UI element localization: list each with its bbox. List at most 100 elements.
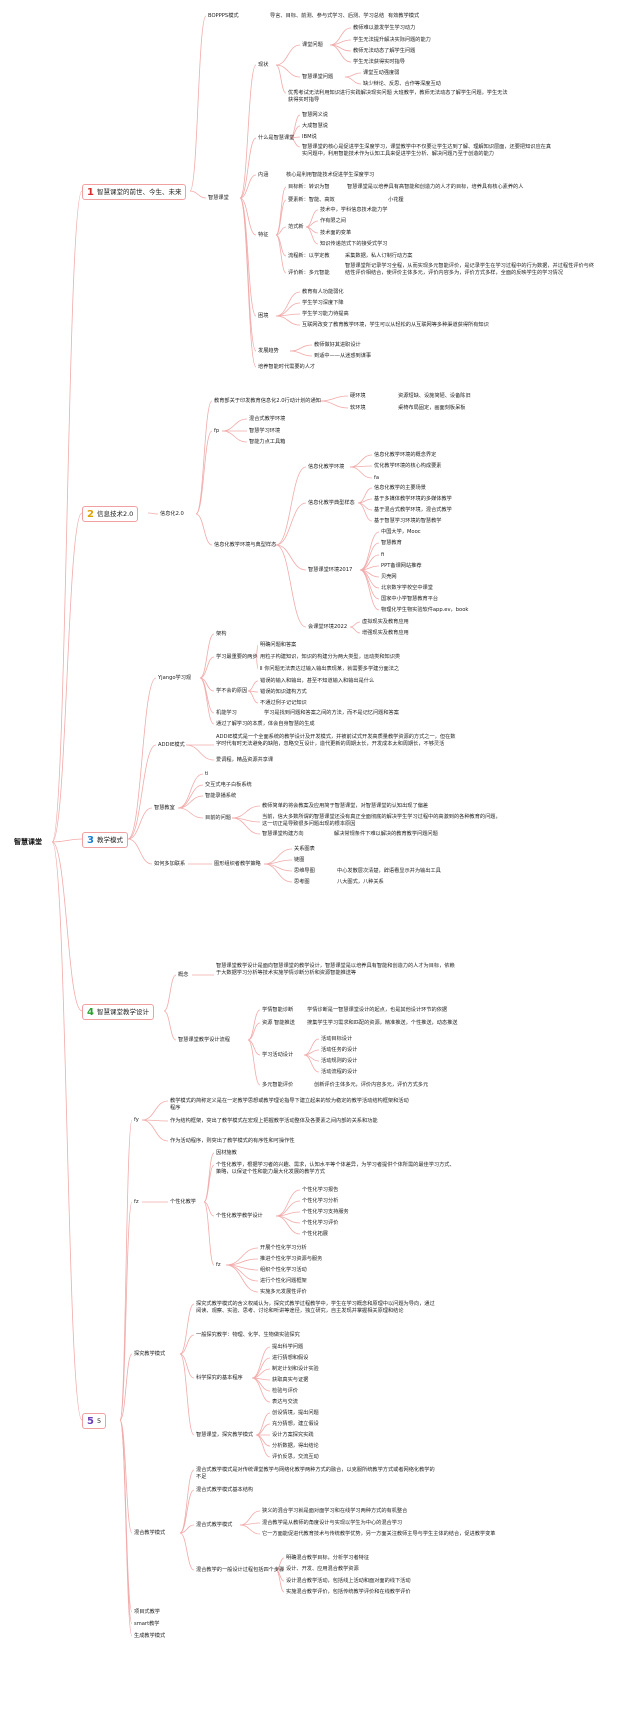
node-b2-zh1[interactable]: 中国大学，Mooc [381, 529, 421, 535]
node-b5-sc[interactable]: 生成教学模式 [134, 1633, 166, 1639]
node-b5-hhm1[interactable]: 狭义的混合学习就是面对面学习和在线学习两种方式的有机整合 [262, 1508, 408, 1514]
node-b1-k2[interactable]: 学生无法提升解决实际问题的能力 [353, 37, 431, 43]
node-b3-bh3[interactable]: 不通过例子记记知识 [260, 700, 307, 706]
root-topic[interactable]: 智慧课堂 [14, 838, 42, 846]
node-b1-kj2[interactable]: 学生学习深度下降 [302, 300, 344, 306]
node-b5-gxs5[interactable]: 个性化拓展 [302, 1231, 328, 1237]
node-b2-hjr3[interactable]: fa [374, 475, 380, 481]
node-b1-qushi[interactable]: 发展趋势 [258, 348, 279, 354]
node-b1-t4d[interactable]: 采集数据，私人订制行动方案 [345, 253, 413, 259]
node-b2-hjr1[interactable]: 信息化教学环境的概念界定 [374, 452, 437, 458]
node-b2-zh7[interactable]: 国家中小学智慧教育平台 [381, 596, 439, 602]
node-b5-hhs[interactable]: 混合教学的一般设计过程包括四个步骤 [196, 1567, 285, 1573]
node-b1-boppps_d2[interactable]: 有效教学模式 [388, 13, 420, 19]
node-b5-kx2[interactable]: 进行猜想和假设 [272, 1355, 309, 1361]
node-b5-zt4[interactable]: 分析数据，得出结论 [272, 1443, 319, 1449]
node-b3-yjx[interactable]: Yjango学习观 [158, 675, 192, 681]
node-b3-tb2[interactable]: 用粒子构建知识，知识的构建分为两大类型，运动类和知识类 [260, 654, 401, 660]
node-b1-ketang[interactable]: 课堂问题 [302, 42, 323, 48]
node-b3-muqian[interactable]: 目前的问题 [205, 815, 231, 821]
node-b1-kj1[interactable]: 教育有人功能弱化 [302, 289, 344, 295]
node-b5-zt5[interactable]: 评价反思，交流互动 [272, 1454, 319, 1460]
node-b2-ruan_d[interactable]: 桌椅布局固定，画面刻板呆板 [398, 405, 466, 411]
node-b1-what[interactable]: 什么是智慧课堂 [258, 135, 295, 141]
node-b4-lc3[interactable]: 学习活动设计 [262, 1052, 294, 1058]
node-b4-liucheng[interactable]: 智慧课堂教学设计流程 [178, 1037, 230, 1043]
node-b3-zj2[interactable]: 交互式电子白板系统 [205, 782, 252, 788]
node-b2-fp2[interactable]: 智慧学习环境 [249, 428, 281, 434]
node-b3-jixie[interactable]: 机能学习 [216, 710, 237, 716]
node-b2-fp1[interactable]: 混合式教学环境 [249, 416, 286, 422]
node-b3-tx4d[interactable]: 八大图式，八种关系 [337, 879, 384, 885]
node-b3-ruhe[interactable]: 如何多加联系 [154, 861, 186, 867]
node-b3-tx3d[interactable]: 中心发散层次清楚，辞语看显示并为输出工具 [337, 868, 441, 874]
node-b5-hhm2[interactable]: 混合教学是从教师的角度设计与实现以学生为中心的混合学习 [262, 1520, 403, 1526]
node-b5-kx[interactable]: 科学探究的基本程序 [196, 1375, 243, 1381]
node-b2-zh6[interactable]: 北京数字学校空中课堂 [381, 585, 433, 591]
node-b2-yangtai[interactable]: 信息化教学典型样态 [308, 500, 355, 506]
node-b3-zj1[interactable]: ti [205, 771, 209, 777]
node-b5-fz2[interactable]: fz [216, 1262, 221, 1268]
node-b3-bh2[interactable]: 错误的知识建构方式 [260, 689, 307, 695]
node-b1-zhihui[interactable]: 智慧课堂 [208, 195, 229, 201]
node-b1-neihan[interactable]: 内涵 [258, 172, 269, 178]
node-b5-zt3[interactable]: 设计方案探究实践 [272, 1432, 314, 1438]
node-b3-buhui[interactable]: 学不会的原因 [216, 688, 248, 694]
node-b5-gx[interactable]: 个性化教学 [170, 1199, 196, 1205]
node-b3-tongguo[interactable]: 通过了解学习的本质，体会自身智慧的生成 [216, 721, 315, 727]
node-b5-fz[interactable]: fz [134, 1199, 139, 1205]
node-b5-xm[interactable]: 项目式教学 [134, 1609, 160, 1615]
node-b1-t4[interactable]: 流程新：以学定教 [288, 253, 330, 259]
node-b1-z2[interactable]: 缺少辩论、反思、合作等深度互动 [363, 81, 441, 87]
node-b5-gxs1[interactable]: 个性化学习报告 [302, 1187, 339, 1193]
node-b5-gxs4[interactable]: 个性化学习评价 [302, 1220, 339, 1226]
node-b1-t3[interactable]: 范式新 [288, 224, 304, 230]
node-b5-gx2[interactable]: 个性化教学，根据学习者的兴趣、需求，认知水平等个体差异，为学习者提供个体所需的最… [216, 1162, 455, 1175]
node-b2-xinxihua[interactable]: 信息化2.0 [160, 511, 184, 517]
node-b4-lc3c[interactable]: 活动规则的设计 [321, 1058, 358, 1064]
node-b1-w2[interactable]: 大成智慧说 [302, 123, 328, 129]
node-b2-zh8[interactable]: 物理化学生物实验软件app.ev，book [381, 607, 469, 613]
node-b2-hz2[interactable]: 增强现实及教育应用 [362, 630, 409, 636]
node-b3-mq2[interactable]: 当前，信大多数所谓的智慧课堂还没有真正全面彻底的解决学生学习过程中的高激到的各种… [262, 814, 501, 827]
node-b1-t2d[interactable]: 小花狸 [388, 197, 404, 203]
node-b3-tx2[interactable]: 链图 [294, 857, 305, 863]
node-b2-ruan[interactable]: 软环境 [350, 405, 366, 411]
node-b5-fz2d[interactable]: 进行个性化问题框架 [260, 1278, 307, 1284]
node-b3-bh1[interactable]: 错误的输入和输出，甚至不知道输入和输出是什么 [260, 678, 375, 684]
node-b5-kx4[interactable]: 获取真实与证据 [272, 1377, 309, 1383]
node-b4-lc4[interactable]: 多元智能评价 [262, 1082, 294, 1088]
node-b4-lc1d[interactable]: 学情诊断是一智慧课堂设计的起点，也是其他设计环节的依据 [307, 1007, 448, 1013]
node-b5-kx5[interactable]: 检验与评价 [272, 1388, 298, 1394]
node-b5-fy1[interactable]: 教学模式的简称定义是在一定教学思想或教学理论指导下建立起来的较为稳定的教学活动结… [170, 1098, 409, 1111]
node-b5-fz2e[interactable]: 实施多元发展性评价 [260, 1289, 307, 1295]
node-b4-lc3a[interactable]: 活动目标设计 [321, 1036, 353, 1042]
node-b1-xianzhuang[interactable]: 现状 [258, 62, 269, 68]
node-b1-kunjing[interactable]: 困境 [258, 313, 269, 319]
node-b5-fy2[interactable]: 作为结构框架，突出了教学模式在宏观上把握教学活动整体及各要素之间内部的关系和功能 [170, 1118, 378, 1124]
node-b2-fp3[interactable]: 智能力点工具箱 [249, 439, 286, 445]
node-b1-tezheng[interactable]: 特征 [258, 232, 269, 238]
node-b4-lc1[interactable]: 学情智能诊断 [262, 1007, 294, 1013]
node-b2-zh5[interactable]: 贝壳网 [381, 574, 397, 580]
node-b4-gainian[interactable]: 概念 [178, 972, 189, 978]
node-b2-hjr[interactable]: 信息化教学环境 [308, 464, 345, 470]
node-b5-kx3[interactable]: 制定计划和设计实验 [272, 1366, 319, 1372]
node-b2-hjr2[interactable]: 优化教学环境的核心构成要素 [374, 463, 442, 469]
node-b5-hhs4[interactable]: 实施混合教学评价，包括传统教学评价和在线教学评价 [286, 1589, 411, 1595]
node-b5-hh2[interactable]: 混合式教学模式基本结构 [196, 1487, 254, 1493]
node-b2-zh3[interactable]: fi [381, 552, 385, 558]
node-b4-lc2[interactable]: 资源 智能推送 [262, 1020, 295, 1026]
node-b3-mq1[interactable]: 教师简单的将会教案及应用简于智慧课堂，对智慧课堂的认知出现了偏差 [262, 803, 429, 809]
node-b1-z1[interactable]: 课堂互动强度弱 [363, 70, 400, 76]
node-b5-tj2[interactable]: 一般探究教学：物理、化学、生物做实验探究 [196, 1332, 300, 1338]
node-b2-yt2[interactable]: 基于多媒体教学环境的多媒体教学 [374, 496, 452, 502]
node-b5-fz2a[interactable]: 开展个性化学习分析 [260, 1245, 307, 1251]
node-b5-hhs1[interactable]: 明确混合教学目标，分析学习者特征 [286, 1555, 370, 1561]
node-b3-jx_d[interactable]: 学习是找到问题和答案之间的方法，而不是记忆问题和答案 [264, 710, 399, 716]
node-b5-gxs[interactable]: 个性化教学教学设计 [216, 1213, 263, 1219]
node-b2-hz[interactable]: 会课堂环境2022 [308, 624, 348, 630]
node-b2-zhhj[interactable]: 智慧课堂环境2017 [308, 567, 353, 573]
